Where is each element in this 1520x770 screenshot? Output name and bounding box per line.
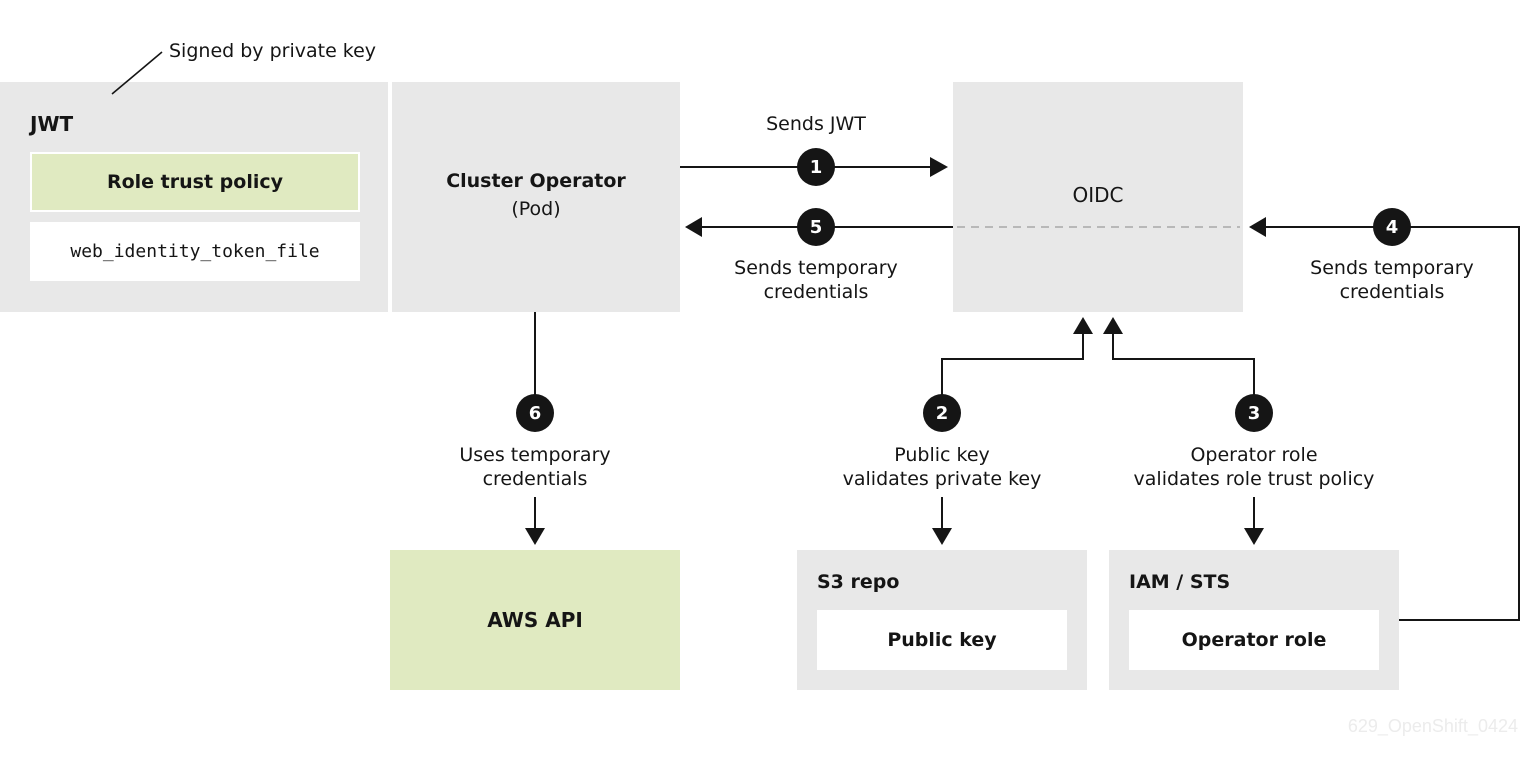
arrow-6-down-head xyxy=(525,528,545,545)
jwt-title: JWT xyxy=(30,112,74,136)
cluster-operator-title: Cluster Operator xyxy=(446,170,626,192)
arrow-3 xyxy=(1112,334,1255,413)
s3-repo-title: S3 repo xyxy=(817,571,900,593)
step-3-badge: 3 xyxy=(1235,394,1273,432)
jwt-divider xyxy=(388,82,392,312)
aws-api-box: AWS API xyxy=(390,550,680,690)
token-file: web_identity_token_file xyxy=(30,222,360,281)
step-1-label: Sends JWT xyxy=(766,113,866,135)
cluster-operator-box xyxy=(392,82,680,312)
arrow-2-down-head xyxy=(932,528,952,545)
operator-role-label: Operator role xyxy=(1181,629,1327,651)
arrow-2 xyxy=(941,334,1084,413)
role-trust-policy-label: Role trust policy xyxy=(106,171,283,193)
step-4-badge: 4 xyxy=(1373,208,1411,246)
arrow-5-head xyxy=(685,217,702,237)
public-key-label: Public key xyxy=(887,629,997,651)
step-3-label-line1: Operator role xyxy=(1190,444,1318,466)
arrow-3-down-head xyxy=(1244,528,1264,545)
signed-by-leader-line xyxy=(111,51,163,95)
step-2-label-line2: validates private key xyxy=(842,468,1042,490)
public-key-box: Public key xyxy=(817,610,1067,670)
step-4-label-line2: credentials xyxy=(1339,281,1445,303)
step-5-badge: 5 xyxy=(797,208,835,246)
cluster-operator-subtitle: (Pod) xyxy=(511,198,561,220)
step-5-label-line2: credentials xyxy=(763,281,869,303)
step-6-label-line2: credentials xyxy=(482,468,588,490)
step-5-label-line1: Sends temporary xyxy=(734,257,898,279)
watermark: 629_OpenShift_0424 xyxy=(1347,716,1518,736)
step-6-label-line1: Uses temporary xyxy=(459,444,611,466)
step-6-badge: 6 xyxy=(516,394,554,432)
iam-sts-title: IAM / STS xyxy=(1129,571,1231,593)
arrow-1-head xyxy=(930,157,948,177)
operator-role-box: Operator role xyxy=(1129,610,1379,670)
step-2-badge: 2 xyxy=(923,394,961,432)
arrow-4-head xyxy=(1249,217,1266,237)
aws-api-label: AWS API xyxy=(487,608,583,632)
step-3-label-line2: validates role trust policy xyxy=(1133,468,1375,490)
arrow-3-head xyxy=(1103,317,1123,334)
arrow-2-head xyxy=(1073,317,1093,334)
oidc-title: OIDC xyxy=(1072,183,1124,207)
oidc-box xyxy=(953,82,1243,312)
step-2-label-line1: Public key xyxy=(894,444,990,466)
step-1-badge: 1 xyxy=(797,148,835,186)
role-trust-policy: Role trust policy xyxy=(30,152,360,212)
step-4-label-line1: Sends temporary xyxy=(1310,257,1474,279)
token-file-label: web_identity_token_file xyxy=(70,241,320,262)
signed-by-label: Signed by private key xyxy=(169,40,377,62)
